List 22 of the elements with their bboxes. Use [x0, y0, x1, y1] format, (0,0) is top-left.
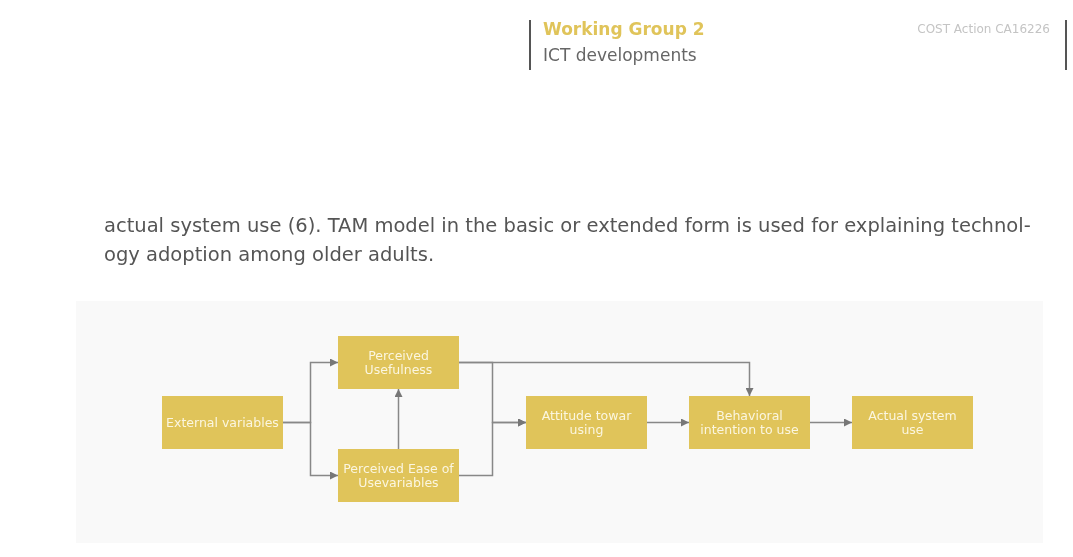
arrow	[282, 421, 339, 480]
header-note: COST Action CA16226	[916, 22, 1050, 36]
arrow	[458, 418, 527, 477]
arrow	[458, 361, 754, 397]
box-label: External variables	[166, 415, 279, 430]
arrow	[809, 418, 853, 427]
process-box	[338, 336, 459, 389]
arrow	[646, 418, 690, 427]
process-box	[162, 396, 283, 449]
process-box	[852, 396, 973, 449]
box-label: Perceived Ease of Usevariables	[342, 461, 455, 490]
arrow	[394, 388, 403, 450]
box-label: Behavioral intention to use	[699, 408, 800, 437]
process-box	[338, 449, 459, 502]
process-box	[526, 396, 647, 449]
subheading: ICT developments	[543, 45, 697, 65]
body-paragraph: actual system use (6). TAM model in the basic or extended form is used for explaining technol- ogy adoption among older adults.	[104, 213, 1032, 268]
box-label: Attitude towar using	[540, 408, 633, 437]
box-label: Perceived Usefulness	[363, 348, 434, 377]
process-box	[689, 396, 810, 449]
heading: Working Group 2	[543, 19, 705, 39]
box-label: Actual system use	[867, 408, 958, 437]
